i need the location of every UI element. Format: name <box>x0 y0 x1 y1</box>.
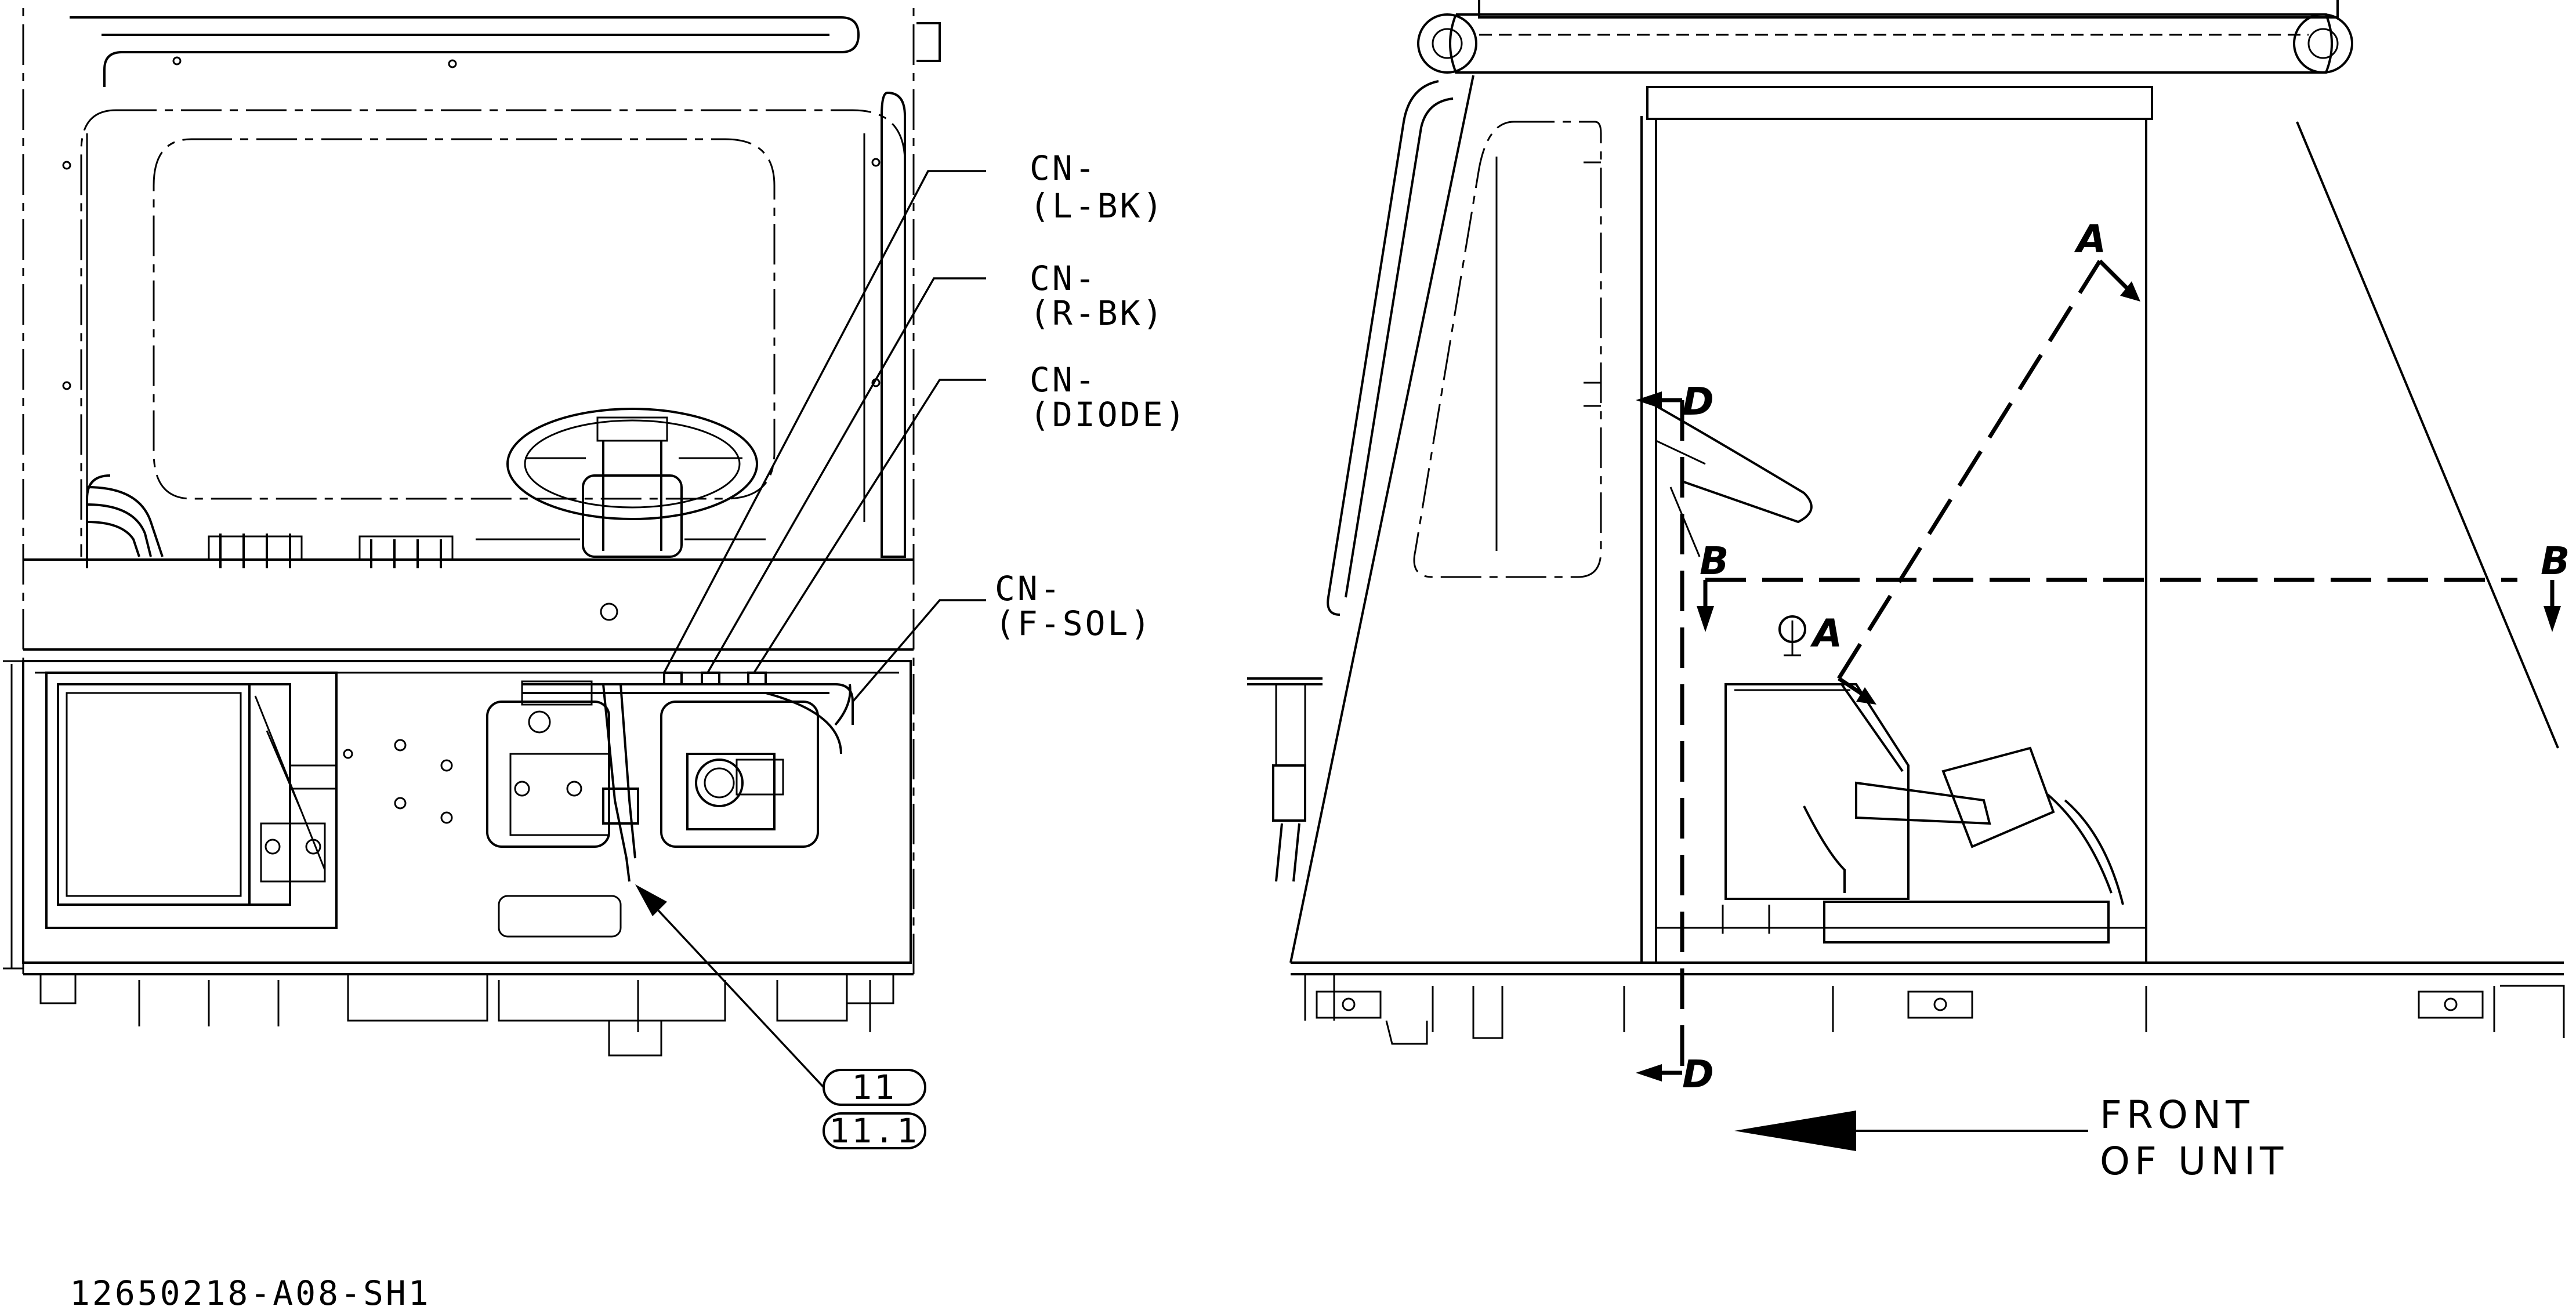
front-label-line1: FRONT <box>2100 1093 2253 1137</box>
drawing-number: 12650218-A08-SH1 <box>70 1273 431 1310</box>
item-balloon-11-label: 11 <box>852 1068 897 1107</box>
front-arrow <box>1734 1111 2088 1151</box>
leader-f-sol <box>852 599 986 703</box>
callout-l-bk-line2: (L-BK) <box>1030 186 1165 226</box>
section-marker-b-right: B <box>2541 539 2570 583</box>
section-marker-a-bottom: A <box>1810 611 1842 656</box>
callout-leaders <box>635 170 986 1088</box>
front-label-line2: OF UNIT <box>2100 1139 2288 1184</box>
section-marker-d-bottom: D <box>1682 1052 1714 1097</box>
item-balloon-11-1-label: 11.1 <box>829 1111 919 1151</box>
item-balloon-11 <box>823 1069 926 1106</box>
callout-f-sol-line2: (F-SOL) <box>995 604 1153 643</box>
leader-l-bk <box>663 170 986 673</box>
leader-r-bk <box>707 277 986 673</box>
section-line-a <box>1837 260 2102 680</box>
callout-r-bk-line1: CN- <box>1030 259 1097 298</box>
callout-r-bk-line2: (R-BK) <box>1030 293 1165 333</box>
leader-diode <box>753 379 986 673</box>
item-balloon-11-1 <box>823 1112 926 1149</box>
section-marker-d-top: D <box>1682 379 1714 424</box>
side-view <box>1247 0 2565 1045</box>
section-lines <box>1636 259 2561 1082</box>
leader-arrowhead <box>635 884 667 916</box>
callout-diode-line2: (DIODE) <box>1030 395 1187 434</box>
leader-item-11 <box>657 909 825 1088</box>
front-arrow-head <box>1734 1111 1856 1151</box>
labels: CN- (L-BK) CN- (R-BK) CN- (DIODE) CN- (F… <box>70 148 2570 1310</box>
callout-diode-line1: CN- <box>1030 360 1097 400</box>
rear-view <box>3 0 941 1057</box>
section-marker-b-left: B <box>1700 539 1729 583</box>
callout-f-sol-line1: CN- <box>995 569 1063 608</box>
item-balloon-group <box>823 1069 926 1149</box>
section-marker-a-top: A <box>2074 217 2106 262</box>
callout-l-bk-line1: CN- <box>1030 148 1097 188</box>
